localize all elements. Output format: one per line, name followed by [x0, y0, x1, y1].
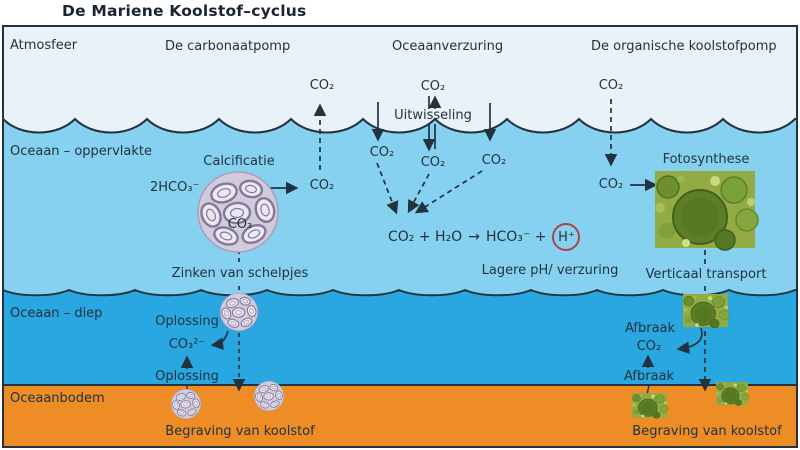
proton-circled: H⁺	[552, 223, 581, 251]
vertical-transport-label: Verticaal transport	[645, 267, 767, 282]
organic-co2-deep: CO₂	[636, 339, 662, 354]
sea-surface-waveline	[2, 117, 797, 134]
organic-co2-absorbed: CO₂	[598, 177, 624, 192]
layer-label-atmosphere: Atmosfeer	[10, 38, 78, 53]
decay-lower-label: Afbraak	[623, 369, 675, 384]
calcification-label: Calcificatie	[203, 154, 275, 169]
photosynthesis-image	[654, 170, 759, 251]
acidification-arrows	[371, 95, 497, 215]
decay-upper-label: Afbraak	[624, 321, 676, 336]
dissolved-co2-left: CO₂	[369, 145, 395, 160]
organic-co2-atmosphere: CO₂	[598, 78, 624, 93]
dissolved-co2-mid: CO₂	[420, 155, 446, 170]
layer-label-ocean-deep: Oceaan – diep	[10, 306, 103, 321]
dissolving-upper-label: Oplossing	[155, 314, 219, 329]
exchange-label: Uitwisseling	[394, 108, 472, 123]
diagram-title: De Mariene Koolstof–cyclus	[62, 2, 307, 20]
bicarbonate-label: 2HCO₃⁻	[150, 180, 200, 195]
sinking-shells-label: Zinken van schelpjes	[171, 266, 309, 281]
photosynthesis-label: Fotosynthese	[662, 152, 750, 167]
dissolved-co2-right: CO₂	[481, 153, 507, 168]
buried-organic-image-right	[715, 381, 750, 407]
column-header-organic-pump: De organische koolstofpomp	[591, 39, 777, 54]
equation-arrow: →	[468, 229, 480, 245]
lower-ph-label: Lagere pH/ verzuring	[481, 263, 619, 278]
deep-ocean-waveline	[2, 288, 797, 297]
calcification-shell-image	[196, 170, 280, 254]
acidification-co2-atmosphere: CO₂	[420, 79, 446, 94]
equation-lhs: CO₂ + H₂O	[388, 229, 463, 245]
carbonate-co2-atmosphere: CO₂	[309, 78, 335, 93]
sinking-organic-image	[682, 293, 730, 329]
column-header-acidification: Oceaanverzuring	[392, 39, 504, 54]
carbon-burial-label-left: Begraving van koolstof	[165, 424, 315, 439]
carbonate-ion-label: CO₃²⁻	[168, 337, 206, 352]
dissolving-lower-label: Oplossing	[155, 369, 219, 384]
carbon-burial-label-right: Begraving van koolstof	[632, 424, 782, 439]
layer-label-ocean-surface: Oceaan – oppervlakte	[10, 144, 153, 159]
equation-rhs: HCO₃⁻ +	[485, 229, 547, 245]
sinking-shell-image	[219, 292, 259, 332]
buried-shell-image-right	[253, 380, 285, 412]
carbonate-in-shell-label: CO₃	[227, 217, 253, 232]
column-header-carbonate-pump: De carbonaatpomp	[165, 39, 291, 54]
layer-label-ocean-floor: Oceaanbodem	[10, 391, 105, 406]
buried-shell-image-left	[170, 388, 202, 420]
buried-organic-image-left	[631, 392, 669, 419]
organic-pump-arrows	[604, 99, 712, 396]
carbonate-co2-released: CO₂	[309, 178, 335, 193]
acidification-equation: CO₂ + H₂O → HCO₃⁻ + H⁺	[388, 223, 581, 251]
diagram-border	[2, 25, 798, 448]
